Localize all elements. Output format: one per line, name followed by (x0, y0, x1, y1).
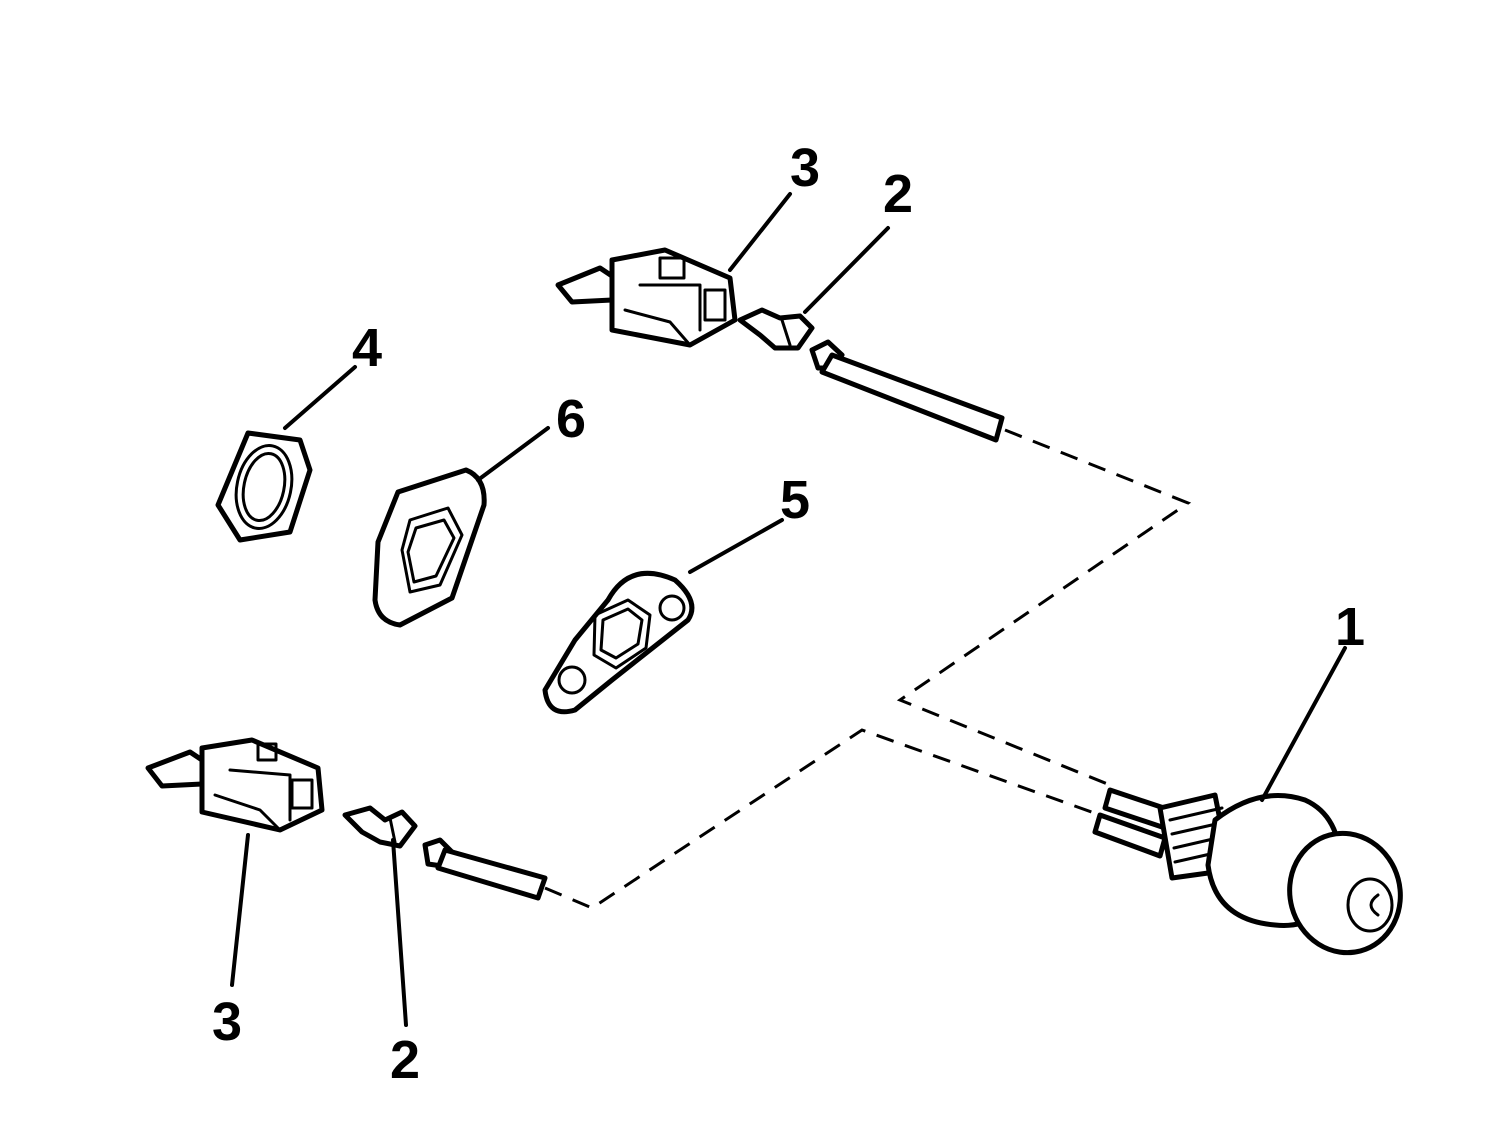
callout-2-upper: 2 (883, 164, 913, 224)
upper-connector (555, 247, 738, 348)
callout-5: 5 (780, 470, 810, 530)
callout-1: 1 (1335, 597, 1365, 657)
sender-switch (1092, 787, 1403, 956)
callout-3-upper: 3 (790, 138, 820, 198)
callout-3-lower: 3 (212, 992, 242, 1052)
callout-labels: 1 2 3 4 6 5 3 2 (212, 138, 1365, 1090)
callout-6: 6 (556, 389, 586, 449)
mounting-plate (542, 570, 695, 715)
lower-terminal-wire (342, 805, 548, 901)
upper-terminal-wire (737, 307, 1005, 443)
lower-connector (145, 737, 325, 833)
hex-nut (215, 430, 313, 543)
leader-lines (230, 192, 1347, 1027)
callout-4: 4 (352, 318, 382, 378)
dashed-wire-paths (544, 428, 1192, 910)
gasket (372, 467, 487, 628)
callout-2-lower: 2 (390, 1030, 420, 1090)
